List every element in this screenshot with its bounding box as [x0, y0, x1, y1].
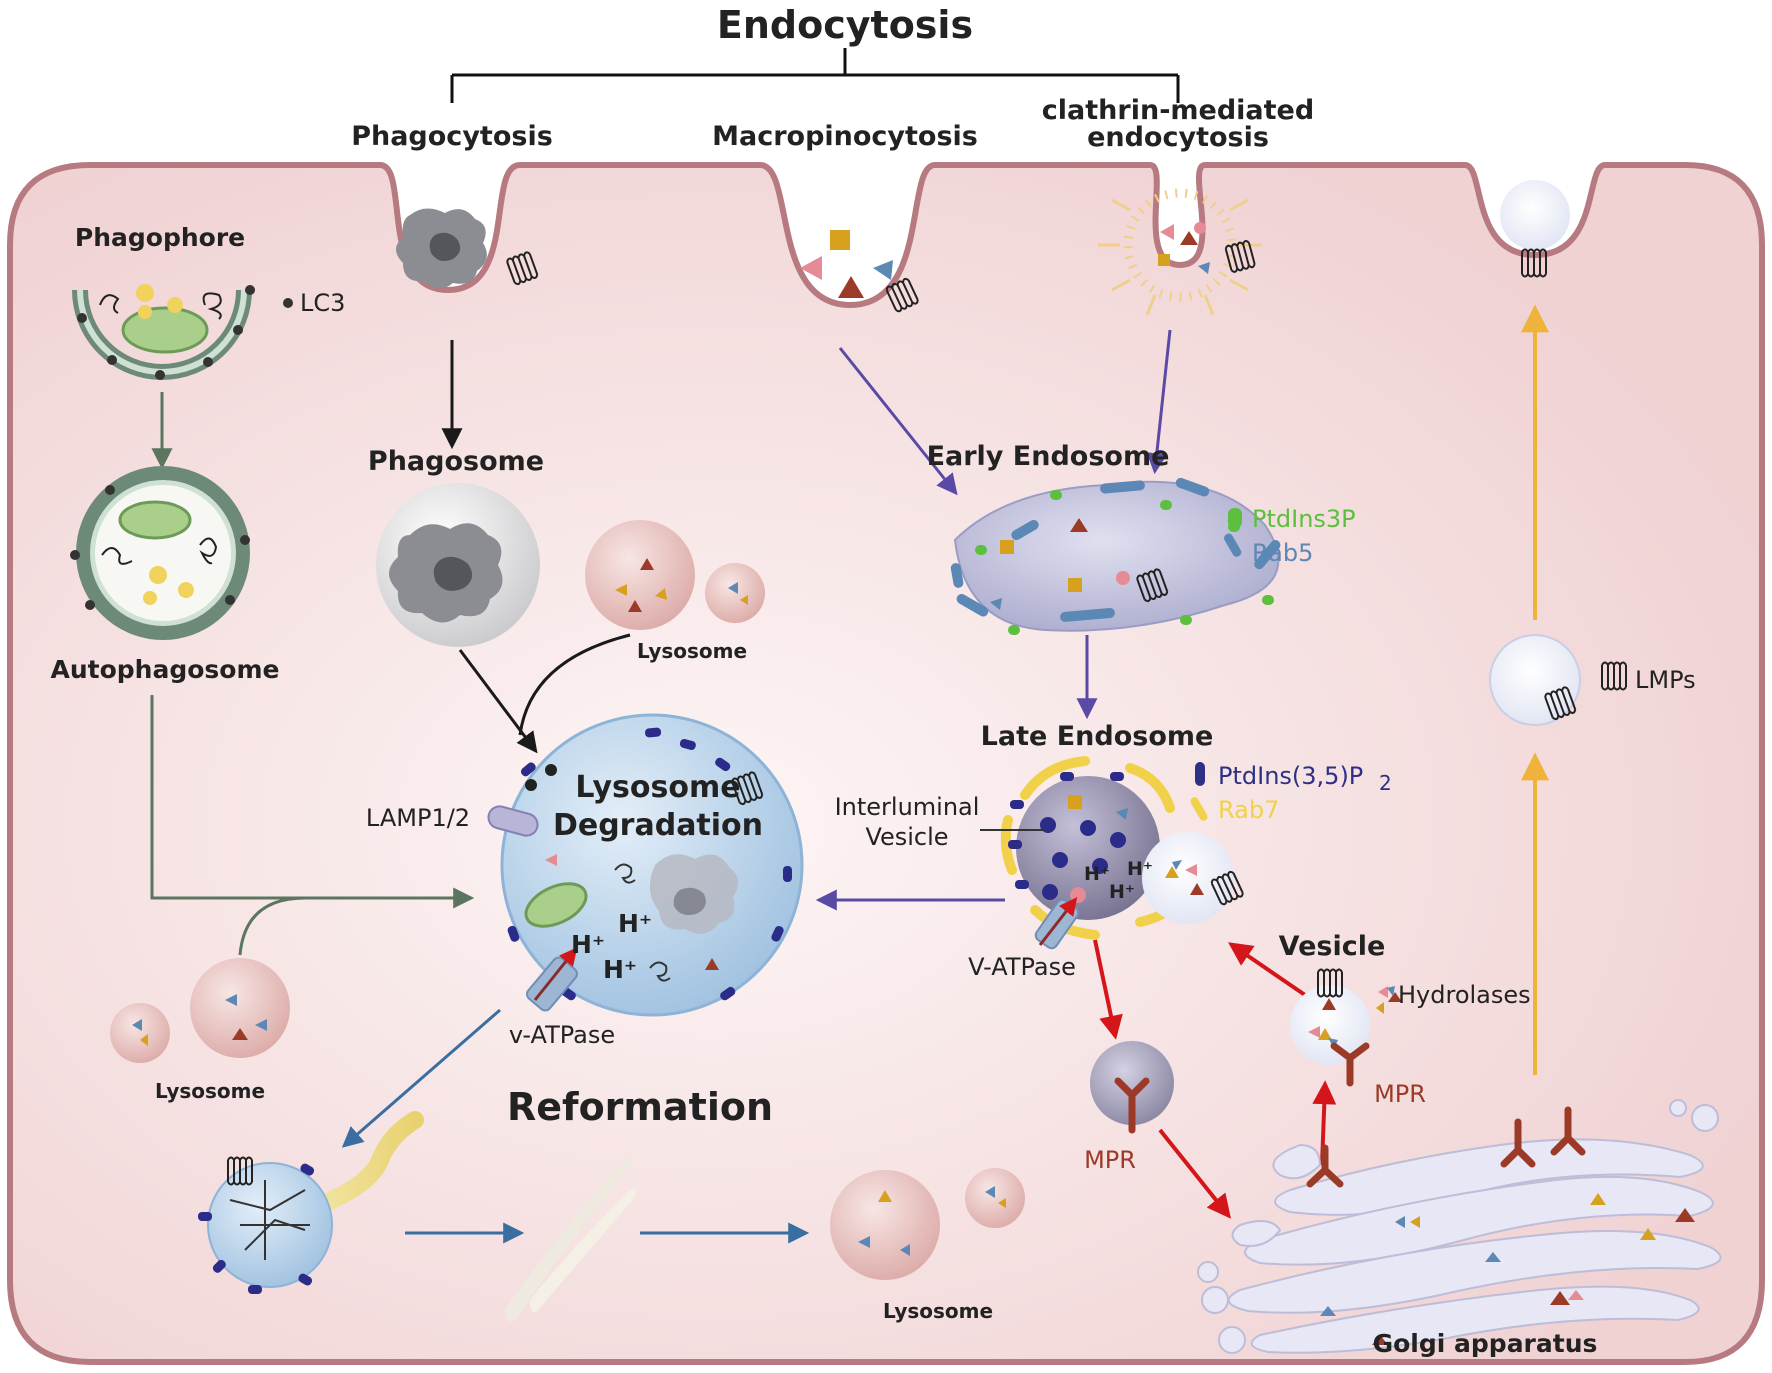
- early-endosome-label: Early Endosome: [927, 441, 1170, 472]
- late-endosome-label: Late Endosome: [981, 721, 1214, 752]
- late-endosome: [980, 756, 1245, 950]
- rab7-key-swatch: [1190, 797, 1208, 821]
- lc3-label: LC3: [300, 289, 345, 317]
- macropinocytosis-label: Macropinocytosis: [712, 121, 978, 152]
- mpr-to-golgi-arrow: [1158, 1128, 1231, 1219]
- phagophore-label: Phagophore: [75, 223, 245, 252]
- h-plus-late-1: H⁺: [1084, 863, 1110, 885]
- lmp-vesicle: [1489, 634, 1581, 726]
- reformed-lysosomes: [830, 1168, 1025, 1280]
- late-to-mpr-vesicle-arrow: [1093, 939, 1123, 1040]
- clathrin-label-line2: endocytosis: [1087, 122, 1269, 153]
- ptdins35p2-key-swatch: [1195, 762, 1205, 786]
- vesicle-to-late-arrow: [1228, 942, 1307, 997]
- membrane-fusing-vesicle: [1500, 180, 1570, 250]
- endocytosis-title: Endocytosis: [717, 3, 973, 47]
- h-plus-late-3: H⁺: [1109, 881, 1135, 903]
- h-plus-central-1: H⁺: [618, 909, 652, 938]
- h-plus-late-2: H⁺: [1127, 858, 1153, 880]
- phagocytosis-label: Phagocytosis: [351, 121, 553, 152]
- lower-lysosome-merge-line: [238, 896, 306, 956]
- golgi-label: Golgi apparatus: [1373, 1329, 1598, 1358]
- lysosome-label-upper: Lysosome: [637, 639, 747, 663]
- golgi-cargo: [1320, 1193, 1695, 1345]
- lysosome-label-reformed: Lysosome: [883, 1299, 993, 1323]
- vesicle-label: Vesicle: [1279, 931, 1386, 962]
- phagophore: [72, 284, 255, 380]
- v-atpase-label-late: V-ATPase: [968, 953, 1076, 981]
- early-endosome: [950, 477, 1281, 635]
- clathrin-coated-pit: [1098, 188, 1262, 316]
- lysosome-label-lower-left: Lysosome: [155, 1079, 265, 1103]
- mpr-vesicle: [1090, 1041, 1174, 1134]
- ptdins3p-label: PtdIns3P: [1252, 505, 1356, 533]
- central-lysosome: [487, 713, 804, 1017]
- interluminal-label-line1: Interluminal: [835, 793, 980, 821]
- upper-lysosomes: [585, 520, 765, 630]
- hydrolase-vesicle: [1290, 968, 1370, 1087]
- lysosome-to-reformation-arrow: [341, 1008, 501, 1148]
- endocytosis-bracket: [450, 48, 1180, 103]
- interluminal-label-line2: Vesicle: [865, 823, 948, 851]
- rab5-key-swatch: [1224, 533, 1242, 557]
- clathrin-to-early-arrow: [1146, 329, 1172, 475]
- lysosome-fusion-line: [518, 633, 631, 736]
- rab7-label: Rab7: [1218, 796, 1279, 824]
- ptdins35p2-label: PtdIns(3,5)P: [1218, 762, 1363, 790]
- phagocytic-cargo: [396, 208, 540, 289]
- autophagosome-label: Autophagosome: [51, 655, 280, 684]
- phagosome-label: Phagosome: [368, 446, 544, 477]
- tubular-intermediate: [505, 1156, 637, 1322]
- mpr-label-right: MPR: [1374, 1080, 1426, 1108]
- autophagosome: [70, 466, 250, 640]
- rab5-label: Rab5: [1252, 539, 1313, 567]
- reforming-lysosome: [198, 1111, 424, 1294]
- lmps-label: LMPs: [1635, 666, 1696, 694]
- phagosome-to-lysosome-arrow: [458, 649, 538, 754]
- h-plus-central-3: H⁺: [603, 955, 637, 984]
- hydrolases-label: Hydrolases: [1398, 981, 1531, 1009]
- lc3-key-dot: [283, 298, 293, 308]
- autophagosome-to-lysosome-arrow: [150, 695, 475, 909]
- mpr-label-left: MPR: [1084, 1146, 1136, 1174]
- clathrin-label-line1: clathrin-mediated: [1042, 95, 1314, 126]
- lysosome-degradation-line2: Degradation: [553, 808, 763, 843]
- golgi-mpr-receptors: [1306, 1106, 1586, 1188]
- reformation-title: Reformation: [507, 1085, 773, 1129]
- hydrolases-key: [1376, 986, 1402, 1014]
- ptdins35p2-subscript: 2: [1379, 771, 1392, 795]
- ptdins3p-key-swatch: [1228, 508, 1242, 528]
- golgi-apparatus: [1197, 1099, 1722, 1354]
- h-plus-central-2: H⁺: [571, 930, 605, 959]
- macropinocytosis-to-early-arrow: [838, 347, 958, 496]
- lamp12-label: LAMP1/2: [366, 804, 470, 832]
- v-atpase-label-central: v-ATPase: [509, 1021, 615, 1049]
- lower-left-lysosomes: [110, 958, 290, 1063]
- lysosome-degradation-line1: Lysosome: [575, 770, 740, 805]
- macropinocytic-cargo: [800, 230, 920, 314]
- phagosome: [376, 483, 540, 647]
